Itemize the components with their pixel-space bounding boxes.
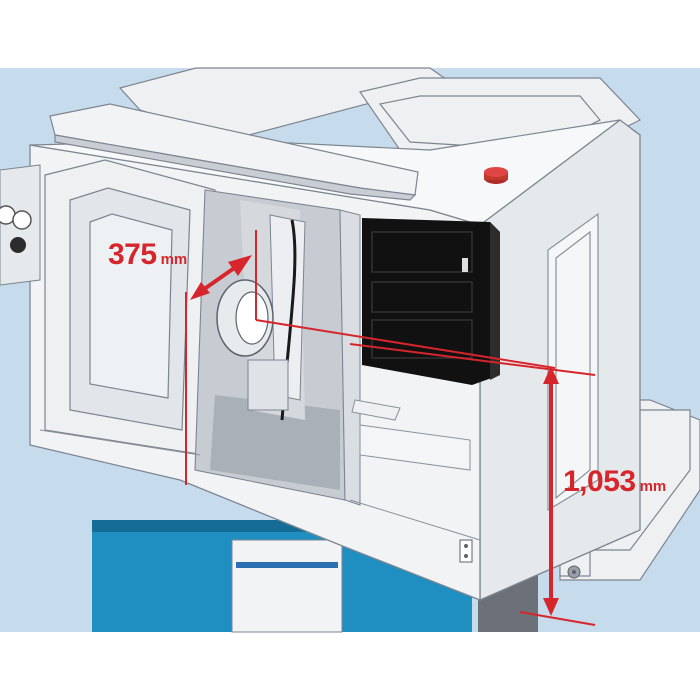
dim-375-arrow — [190, 255, 252, 300]
dimension-value: 1,053 — [563, 465, 636, 498]
dimension-unit: mm — [639, 478, 667, 495]
lathe-chuck-icon — [216, 279, 274, 357]
operator-side-panel — [0, 164, 41, 286]
power-switch-icon — [459, 539, 473, 563]
dimension-lines — [185, 230, 596, 626]
dim-1053-arrow — [543, 366, 559, 616]
dim-375-ref — [255, 319, 556, 369]
dim-1053-ext-top — [349, 343, 596, 376]
side-window — [547, 212, 599, 512]
dim-1053-ext-bottom — [519, 611, 596, 626]
front-rail — [49, 103, 419, 201]
coolant-nozzle-icon — [484, 167, 508, 184]
dimension-value: 375 — [108, 238, 157, 271]
dimension-unit: mm — [160, 251, 188, 268]
internal-wall — [339, 209, 361, 506]
front-face-details — [39, 399, 481, 541]
sliding-door — [44, 159, 216, 456]
machining-area — [194, 189, 346, 501]
caster-wheel-icon — [567, 565, 581, 579]
